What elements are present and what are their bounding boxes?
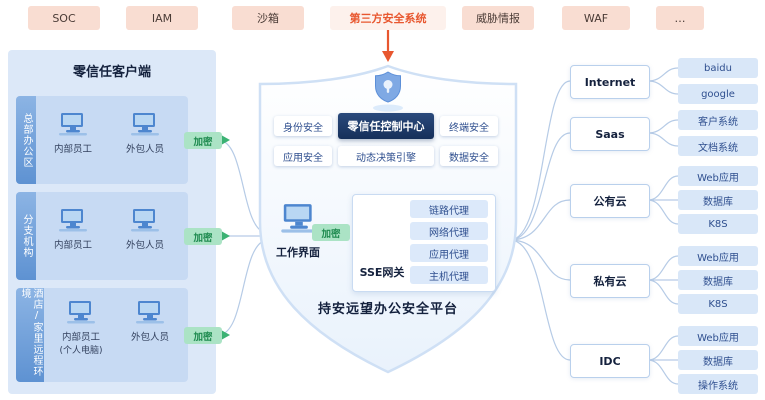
- workspace-icon: [280, 202, 318, 234]
- member-outsourced: 外包人员: [112, 208, 178, 251]
- member-internal: 内部员工 (个人电脑): [50, 300, 112, 356]
- encrypt-badge: 加密: [184, 327, 222, 344]
- terminal-security-node: 终端安全: [440, 116, 498, 136]
- member-sublabel: (个人电脑): [59, 346, 103, 356]
- resource-item: Web应用: [678, 326, 758, 346]
- member-outsourced: 外包人员: [112, 112, 178, 155]
- data-security-node: 数据安全: [440, 146, 498, 166]
- arrow-down-icon: [382, 30, 394, 62]
- category-idc: IDC: [570, 344, 650, 378]
- shield-lock-icon: [371, 70, 405, 112]
- sse-proxy-link: 链路代理: [410, 200, 488, 218]
- zero-trust-client-panel: 零信任客户端 总部办公区 内部员工 外包人员 加密 分支机构: [8, 50, 222, 394]
- category-saas: Saas: [570, 117, 650, 151]
- group-side-label: 总部办公区: [16, 96, 36, 184]
- member-internal: 内部员工: [42, 208, 104, 251]
- resource-item: 数据库: [678, 270, 758, 290]
- topbar-item-more: …: [656, 6, 704, 30]
- member-label: 外包人员: [130, 332, 169, 343]
- topbar-item-soc: SOC: [28, 6, 100, 30]
- workspace-label: 工作界面: [276, 246, 320, 259]
- resource-item: 文档系统: [678, 136, 758, 156]
- application-security-node: 应用安全: [274, 146, 332, 166]
- identity-security-node: 身份安全: [274, 116, 332, 136]
- resource-item: 客户系统: [678, 110, 758, 130]
- member-outsourced: 外包人员: [118, 300, 182, 343]
- resource-item: google: [678, 84, 758, 104]
- member-label: 内部员工: [61, 332, 100, 343]
- category-internet: Internet: [570, 65, 650, 99]
- topbar-item-iam: IAM: [126, 6, 198, 30]
- computer-icon: [130, 208, 160, 232]
- member-internal: 内部员工: [42, 112, 104, 155]
- resource-item: 数据库: [678, 350, 758, 370]
- encrypt-badge: 加密: [312, 224, 350, 241]
- client-group-headquarters: 总部办公区 内部员工 外包人员: [16, 96, 188, 184]
- panel-title: 零信任客户端: [72, 65, 151, 80]
- computer-icon: [58, 208, 88, 232]
- resource-item: Web应用: [678, 246, 758, 266]
- computer-icon: [130, 112, 160, 136]
- computer-icon: [58, 112, 88, 136]
- encrypt-badge: 加密: [184, 132, 222, 149]
- category-private-cloud: 私有云: [570, 264, 650, 298]
- decision-engine-node: 动态决策引擎: [338, 146, 434, 166]
- topbar-item-sandbox: 沙箱: [232, 6, 304, 30]
- resource-item: baidu: [678, 58, 758, 78]
- group-side-label: 酒店/家里远程环境: [16, 288, 44, 382]
- member-label: 内部员工: [53, 144, 92, 155]
- group-side-label: 分支机构: [16, 192, 36, 280]
- sse-proxy-application: 应用代理: [410, 244, 488, 262]
- client-group-branch: 分支机构 内部员工 外包人员: [16, 192, 188, 280]
- topbar-item-threat-intel: 威胁情报: [462, 6, 534, 30]
- resource-item: 数据库: [678, 190, 758, 210]
- control-center-node: 零信任控制中心: [338, 113, 434, 139]
- resource-item: K8S: [678, 214, 758, 234]
- resource-item: Web应用: [678, 166, 758, 186]
- client-group-remote: 酒店/家里远程环境 内部员工 (个人电脑) 外包人员: [16, 288, 188, 382]
- encrypt-badge: 加密: [184, 228, 222, 245]
- computer-icon: [66, 300, 96, 324]
- resource-item: K8S: [678, 294, 758, 314]
- sse-proxy-network: 网络代理: [410, 222, 488, 240]
- topbar-item-third-party-security: 第三方安全系统: [330, 6, 446, 30]
- topbar-item-waf: WAF: [562, 6, 630, 30]
- resource-item: 操作系统: [678, 374, 758, 394]
- sse-gateway-label: SSE网关: [359, 266, 405, 279]
- sse-proxy-host: 主机代理: [410, 266, 488, 284]
- member-label: 外包人员: [125, 240, 164, 251]
- member-label: 外包人员: [125, 144, 164, 155]
- computer-icon: [135, 300, 165, 324]
- member-label: 内部员工: [53, 240, 92, 251]
- platform-title: 持安远望办公安全平台: [317, 302, 458, 317]
- category-public-cloud: 公有云: [570, 184, 650, 218]
